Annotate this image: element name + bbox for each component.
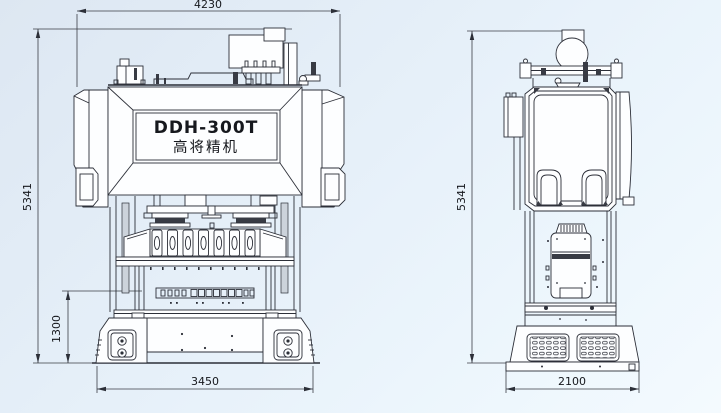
dim-label-side-base-width: 2100 bbox=[558, 375, 586, 388]
side-view bbox=[503, 29, 640, 372]
front-bolster bbox=[115, 256, 295, 270]
dim-label-side-height: 5341 bbox=[455, 183, 468, 211]
side-lower-rail bbox=[524, 302, 617, 321]
dim-label-front-base-width: 3450 bbox=[191, 375, 219, 388]
dimension-front-base-width: 3450 bbox=[96, 366, 314, 393]
dim-label-front-height: 5341 bbox=[21, 183, 34, 211]
die-fingers bbox=[151, 229, 256, 257]
dimension-front-width: 4230 bbox=[76, 0, 341, 87]
front-right-valve bbox=[298, 62, 321, 86]
side-vent-grille-right bbox=[576, 333, 620, 362]
front-duct bbox=[283, 42, 298, 86]
front-die-area bbox=[123, 228, 287, 258]
front-top-accessories bbox=[108, 27, 321, 86]
side-base bbox=[505, 325, 640, 372]
front-view: DDH-300T 高将精机 bbox=[73, 27, 346, 364]
side-left-box bbox=[503, 96, 524, 138]
dim-label-front-base-height: 1300 bbox=[50, 315, 63, 343]
front-left-foot bbox=[95, 312, 148, 364]
front-manifold bbox=[241, 66, 281, 74]
side-slide bbox=[545, 223, 597, 299]
dimension-side-height: 5341 bbox=[455, 30, 562, 364]
front-right-cabinet bbox=[301, 89, 346, 208]
nameplate-model: DDH-300T bbox=[154, 118, 259, 138]
side-vent-grille-left bbox=[526, 333, 570, 362]
side-right-door bbox=[615, 91, 632, 200]
front-right-foot bbox=[262, 312, 315, 364]
front-left-cabinet bbox=[73, 89, 109, 208]
front-base bbox=[92, 309, 320, 364]
nameplate-brand: 高将精机 bbox=[173, 139, 239, 156]
side-crossbar bbox=[519, 58, 623, 91]
dim-label-front-width: 4230 bbox=[194, 0, 222, 11]
side-upper-body bbox=[503, 86, 635, 212]
side-top-flywheel bbox=[555, 29, 589, 71]
front-slide-assembly bbox=[143, 194, 278, 229]
front-bed-slots bbox=[155, 287, 255, 304]
dimension-front-height: 5341 bbox=[21, 28, 292, 364]
front-crown: DDH-300T 高将精机 bbox=[107, 86, 303, 196]
dimension-front-base-height: 1300 bbox=[50, 290, 142, 363]
